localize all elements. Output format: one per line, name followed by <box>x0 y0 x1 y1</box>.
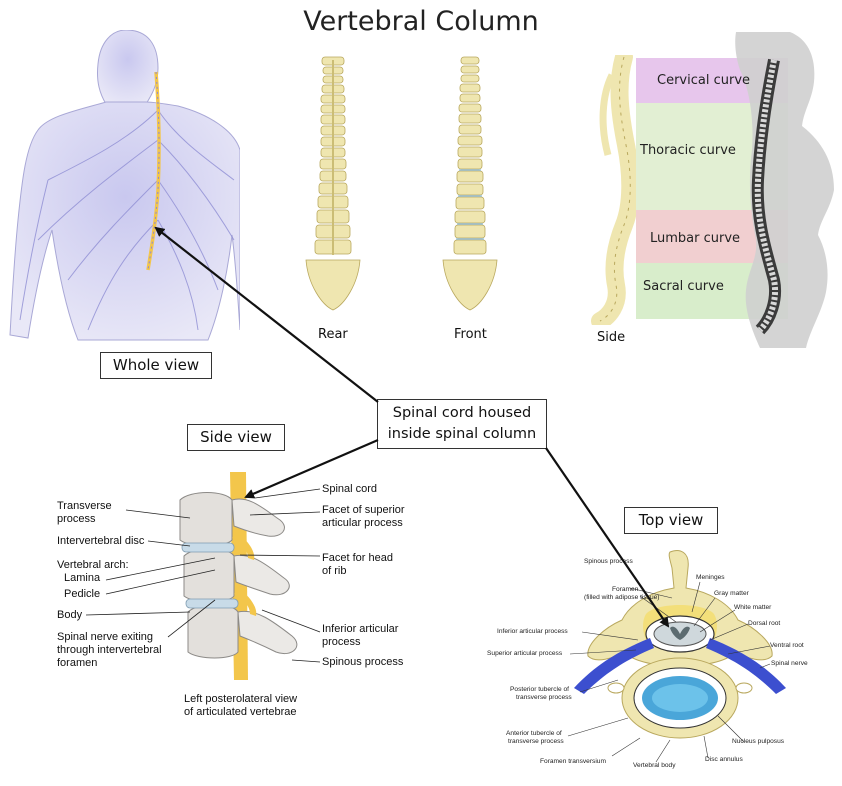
top-label-posterior-tubercle-1: Posterior tubercle of <box>510 686 570 693</box>
top-label-spinous-process: Spinous process <box>584 558 633 565</box>
top-label-vertebral-body: Vertebral body <box>633 762 676 769</box>
label-facet-superior-2: articular process <box>322 517 403 529</box>
top-label-anterior-tubercle-1: Anterior tubercle of <box>506 730 562 737</box>
label-body: Body <box>57 609 83 621</box>
top-label-meninges: Meninges <box>696 574 725 581</box>
label-spinal-nerve-3: foramen <box>57 657 98 669</box>
side-caption-1: Left posterolateral view <box>184 693 298 705</box>
top-view-label: Top view <box>624 507 718 534</box>
top-view-vertebra-illustration <box>574 550 786 739</box>
top-label-foramen-2: (filled with adipose tissue) <box>584 594 660 601</box>
top-label-gray-matter: Gray matter <box>714 590 749 597</box>
label-inferior-articular-1: Inferior articular <box>322 623 399 635</box>
sacral-curve-label: Sacral curve <box>643 279 724 294</box>
spine-front-illustration <box>442 56 498 311</box>
label-spinous-process: Spinous process <box>322 656 404 668</box>
label-lamina: Lamina <box>64 572 101 584</box>
rear-label: Rear <box>318 327 348 342</box>
arrow-to-side-view <box>244 438 379 499</box>
top-label-inferior-articular: Inferior articular process <box>497 628 568 635</box>
label-facet-head-1: Facet for head <box>322 552 393 564</box>
top-label-ventral-root: Ventral root <box>770 642 804 649</box>
top-label-anterior-tubercle-2: transverse process <box>508 738 564 745</box>
page-title: Vertebral Column <box>303 6 539 37</box>
label-vertebral-arch: Vertebral arch: <box>57 559 129 571</box>
thoracic-curve-label: Thoracic curve <box>640 143 736 158</box>
label-transverse-process-2: process <box>57 513 96 525</box>
top-label-dorsal-root: Dorsal root <box>748 620 781 627</box>
front-label: Front <box>454 327 487 342</box>
top-label-foramen-transversarium: Foramen transversium <box>540 758 606 765</box>
top-label-disc-annulus: Disc annulus <box>705 756 743 763</box>
label-facet-superior-1: Facet of superior <box>322 504 405 516</box>
label-intervertebral-disc: Intervertebral disc <box>57 535 145 547</box>
spine-side-illustration <box>591 55 640 325</box>
callout-line-1: Spinal cord housed <box>392 405 532 421</box>
label-facet-head-2: of rib <box>322 565 347 577</box>
label-inferior-articular-2: process <box>322 636 361 648</box>
label-transverse-process-1: Transverse <box>57 500 112 512</box>
cervical-curve-label: Cervical curve <box>657 73 751 88</box>
side-caption-2: of articulated vertebrae <box>184 706 297 718</box>
side-silhouette-illustration <box>735 32 834 348</box>
arrow-to-whole-view <box>154 226 379 403</box>
label-pedicle: Pedicle <box>64 588 101 600</box>
side-view-label: Side view <box>187 424 285 451</box>
label-spinal-nerve-2: through intervertebral <box>57 644 162 656</box>
whole-body-illustration <box>9 30 240 341</box>
top-label-nucleus-pulposus: Nucleus pulposus <box>732 738 785 745</box>
spinal-cord-callout: Spinal cord housed inside spinal column <box>377 399 547 449</box>
label-spinal-nerve-1: Spinal nerve exiting <box>57 631 154 643</box>
top-label-white-matter: White matter <box>734 604 772 611</box>
side-label: Side <box>597 330 626 345</box>
top-label-superior-articular: Superior articular process <box>487 650 563 657</box>
spine-rear-illustration <box>305 56 361 311</box>
whole-view-label: Whole view <box>100 352 212 379</box>
callout-line-2: inside spinal column <box>387 426 537 442</box>
lumbar-curve-label: Lumbar curve <box>650 231 741 246</box>
top-label-foramen-1: Foramen <box>612 586 639 593</box>
top-label-spinal-nerve: Spinal nerve <box>771 660 808 667</box>
arrow-to-top-view <box>545 447 670 628</box>
label-spinal-cord: Spinal cord <box>322 483 378 495</box>
top-label-posterior-tubercle-2: transverse process <box>516 694 572 701</box>
